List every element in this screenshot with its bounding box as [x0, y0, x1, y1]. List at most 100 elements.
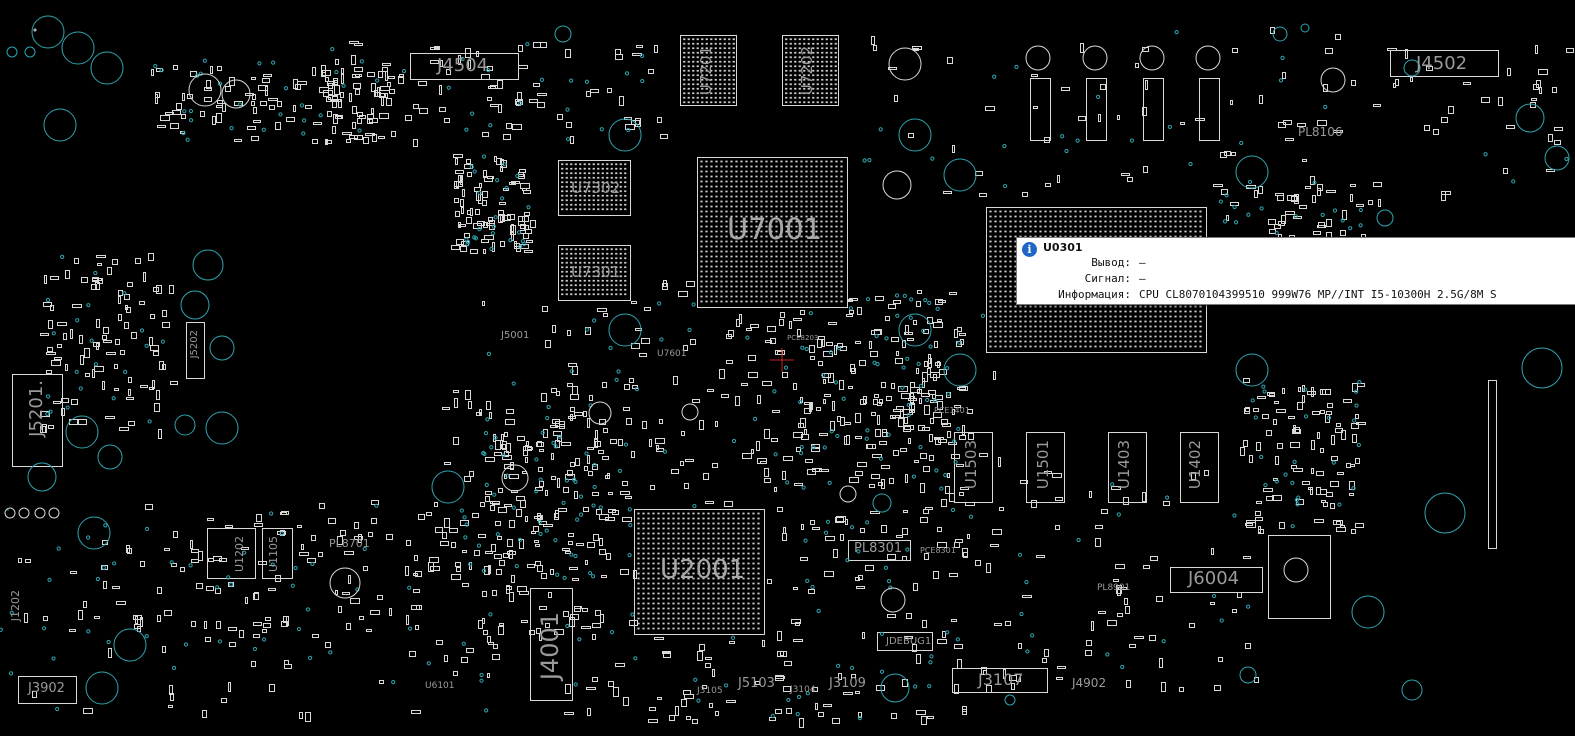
component-label[interactable]: PL8701 [329, 537, 370, 550]
component-label[interactable]: J5103 [738, 676, 775, 691]
smd-pad [131, 332, 137, 339]
smd-pad [548, 592, 552, 598]
via [857, 715, 862, 721]
smd-pad [358, 534, 362, 543]
via [459, 508, 464, 513]
smd-pad [1143, 565, 1150, 569]
smd-pad [692, 399, 700, 403]
smd-pad [355, 74, 362, 77]
smd-pad [354, 67, 363, 72]
component-label[interactable]: PCE1401 [934, 406, 970, 415]
component-label[interactable]: U1403 [1115, 440, 1133, 490]
smd-pad [545, 623, 550, 628]
component-label[interactable]: J4502 [1416, 53, 1468, 74]
component-label[interactable]: U1503 [962, 440, 980, 490]
smd-pad [81, 277, 88, 283]
smd-pad [551, 476, 556, 480]
component-label[interactable]: J5001 [501, 330, 530, 341]
component-label[interactable]: J3104 [790, 685, 816, 695]
smd-pad [620, 491, 630, 495]
smd-pad [182, 93, 185, 101]
smd-pad [206, 80, 211, 89]
via [1246, 604, 1251, 609]
smd-pad [1335, 34, 1341, 40]
component-label[interactable]: J4902 [1072, 676, 1107, 690]
smd-pad [328, 83, 333, 89]
component-label[interactable]: J3109 [829, 676, 866, 691]
smd-pad [572, 578, 579, 581]
component-label[interactable]: PL8301 [854, 541, 903, 556]
component-label[interactable]: PL8106 [1298, 125, 1343, 139]
smd-pad [767, 326, 776, 332]
smd-pad [1045, 183, 1051, 187]
smd-pad [838, 673, 842, 680]
component-label[interactable]: J1202 [9, 590, 22, 622]
component-label[interactable]: J3902 [28, 681, 65, 696]
smd-pad [126, 397, 134, 400]
component-label[interactable]: J5201. [26, 380, 47, 437]
component-label[interactable]: U7201 [697, 46, 715, 96]
via [545, 415, 550, 421]
smd-pad [1134, 636, 1144, 639]
smd-pad [564, 712, 574, 715]
component-label[interactable]: U7302 [571, 179, 621, 197]
component-label[interactable]: J4001 [536, 612, 564, 681]
component-label[interactable]: U7202 [798, 46, 816, 96]
smd-pad [1350, 184, 1356, 187]
component-label[interactable]: J6004 [1188, 568, 1240, 589]
via [634, 387, 640, 392]
component-label[interactable]: U1105 [267, 536, 280, 573]
component-label[interactable]: PCE8301 [920, 546, 956, 555]
via [215, 585, 220, 590]
via [867, 158, 872, 163]
smd-pad [475, 209, 480, 215]
component-label[interactable]: U1202 [233, 536, 246, 573]
component-label[interactable]: PL8901 [1097, 583, 1131, 593]
component-label[interactable]: J5202 [189, 330, 200, 359]
via [569, 369, 574, 374]
smd-pad [1346, 463, 1351, 468]
smd-pad [833, 549, 838, 558]
via [745, 335, 750, 340]
smd-pad [54, 357, 62, 360]
smd-pad [1351, 529, 1356, 534]
via [0, 627, 3, 632]
component-label[interactable]: J3107 [978, 670, 1024, 689]
component-label[interactable]: U2001 [660, 555, 746, 585]
component-label[interactable]: U1402 [1186, 440, 1204, 490]
component-label[interactable]: U7601 [657, 349, 687, 359]
smd-pad [1317, 188, 1321, 196]
component-label[interactable]: J4504 [437, 55, 489, 76]
component-label[interactable]: PCE8203 [787, 334, 819, 342]
smd-pad [1355, 414, 1359, 419]
component-label[interactable]: JDEBUG1 [886, 636, 932, 647]
via [4, 507, 16, 519]
component-label[interactable]: J3105 [697, 686, 723, 696]
via [553, 538, 558, 543]
smd-pad [762, 640, 765, 647]
smd-pad [444, 462, 451, 465]
component-label[interactable]: U1501 [1034, 440, 1052, 490]
smd-pad [170, 381, 178, 385]
via [242, 550, 247, 555]
smd-pad [387, 82, 391, 87]
smd-pad [449, 528, 458, 533]
smd-pad [846, 435, 850, 445]
component-label[interactable]: U7301 [571, 263, 621, 281]
via [112, 561, 117, 566]
smd-pad [500, 241, 505, 247]
via [1017, 552, 1023, 557]
smd-pad [382, 67, 388, 72]
smd-pad [18, 558, 22, 563]
component-label[interactable]: U7001 [727, 212, 823, 246]
smd-pad [371, 108, 374, 114]
component-label[interactable]: U6101 [425, 681, 455, 691]
smd-pad [1343, 399, 1352, 403]
via [42, 626, 47, 631]
smd-pad [979, 453, 988, 457]
via [864, 436, 869, 441]
mounting-hole [31, 15, 65, 49]
smd-pad [600, 614, 604, 623]
